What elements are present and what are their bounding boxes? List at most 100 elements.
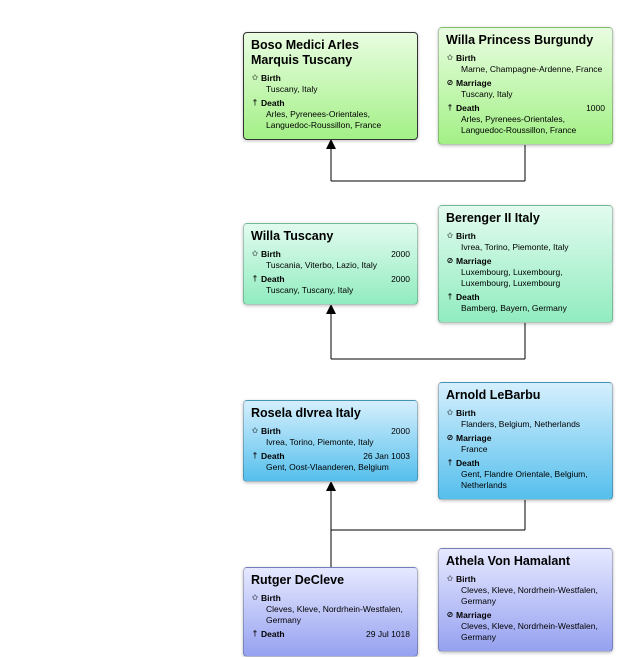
event-place: Arles, Pyrenees-Orientales, — [266, 109, 370, 119]
event-date: 29 Jul 1018 — [366, 629, 410, 639]
event-place: Tuscania, Viterbo, Lazio, Italy — [266, 260, 378, 270]
star-icon: ✩ — [446, 408, 454, 417]
event-label: Birth — [261, 249, 281, 259]
event-date: 1000 — [586, 103, 605, 113]
event-label: Death — [261, 629, 285, 639]
event-place: Arles, Pyrenees-Orientales, — [461, 114, 565, 124]
event-place: Germany — [266, 615, 301, 625]
event-label: Death — [261, 451, 285, 461]
rings-icon: ⊘ — [446, 256, 454, 265]
star-icon: ✩ — [251, 249, 259, 258]
rings-icon: ⊘ — [446, 433, 454, 442]
arrow-up-icon — [326, 139, 336, 149]
person-name: Arnold LeBarbu — [446, 388, 541, 402]
event-place: Cleves, Kleve, Nordrhein-Westfalen, — [461, 585, 598, 595]
event-date: 2000 — [391, 274, 410, 284]
rings-icon: ⊘ — [446, 78, 454, 87]
event-label: Birth — [261, 73, 281, 83]
arrow-up-icon — [326, 481, 336, 491]
arrow-up-icon — [326, 304, 336, 314]
event-label: Death — [261, 274, 285, 284]
event-place: Gent, Oost-Vlaanderen, Belgium — [266, 462, 389, 472]
event-label: Birth — [456, 231, 476, 241]
event-date: 2000 — [391, 426, 410, 436]
event-place: Gent, Flandre Orientale, Belgium, — [461, 469, 588, 479]
event-place: France — [461, 444, 488, 454]
event-label: Death — [456, 103, 480, 113]
event-place: Ivrea, Torino, Piemonte, Italy — [461, 242, 569, 252]
event-place: Cleves, Kleve, Nordrhein-Westfalen, — [266, 604, 403, 614]
event-label: Death — [456, 292, 480, 302]
event-label: Birth — [261, 426, 281, 436]
event-place: Germany — [461, 596, 496, 606]
event-place: Bamberg, Bayern, Germany — [461, 303, 567, 313]
person-name: Berenger II Italy — [446, 211, 540, 225]
event-place: Cleves, Kleve, Nordrhein-Westfalen, — [461, 621, 598, 631]
person-name: Athela Von Hamalant — [446, 554, 571, 568]
event-place: Luxembourg, Luxembourg, — [461, 267, 563, 277]
event-date: 2000 — [391, 249, 410, 259]
cross-icon: † — [447, 292, 453, 301]
person-name: Willa Tuscany — [251, 229, 334, 243]
event-place: Marne, Champagne-Ardenne, France — [461, 64, 603, 74]
person-name: Willa Princess Burgundy — [446, 33, 594, 47]
event-label: Birth — [456, 53, 476, 63]
event-place: Tuscany, Tuscany, Italy — [266, 285, 354, 295]
event-place: Tuscany, Italy — [266, 84, 318, 94]
cross-icon: † — [252, 451, 258, 460]
event-label: Marriage — [456, 256, 492, 266]
person-name: Boso Medici Arles Marquis Tuscany — [251, 38, 359, 67]
event-label: Marriage — [456, 433, 492, 443]
event-date: 26 Jan 1003 — [363, 451, 410, 461]
death-event: †Death 29 Jul 1018 — [251, 628, 410, 640]
event-label: Birth — [456, 408, 476, 418]
event-place: Languedoc-Roussillon, France — [461, 125, 577, 135]
event-place: Flanders, Belgium, Netherlands — [461, 419, 581, 429]
cross-icon: † — [252, 629, 258, 638]
person-name: Rutger DeCleve — [251, 573, 345, 587]
person-name: Rosela dIvrea Italy — [251, 406, 361, 420]
cross-icon: † — [447, 103, 453, 112]
event-place: Luxembourg, Luxembourg — [461, 278, 561, 288]
event-label: Birth — [456, 574, 476, 584]
event-label: Death — [261, 98, 285, 108]
event-place: Germany — [461, 632, 496, 642]
star-icon: ✩ — [446, 231, 454, 240]
star-icon: ✩ — [251, 593, 259, 602]
cross-icon: † — [252, 274, 258, 283]
cross-icon: † — [447, 458, 453, 467]
event-place: Ivrea, Torino, Piemonte, Italy — [266, 437, 374, 447]
star-icon: ✩ — [251, 73, 259, 82]
star-icon: ✩ — [446, 574, 454, 583]
event-label: Birth — [261, 593, 281, 603]
cross-icon: † — [252, 98, 258, 107]
star-icon: ✩ — [251, 426, 259, 435]
